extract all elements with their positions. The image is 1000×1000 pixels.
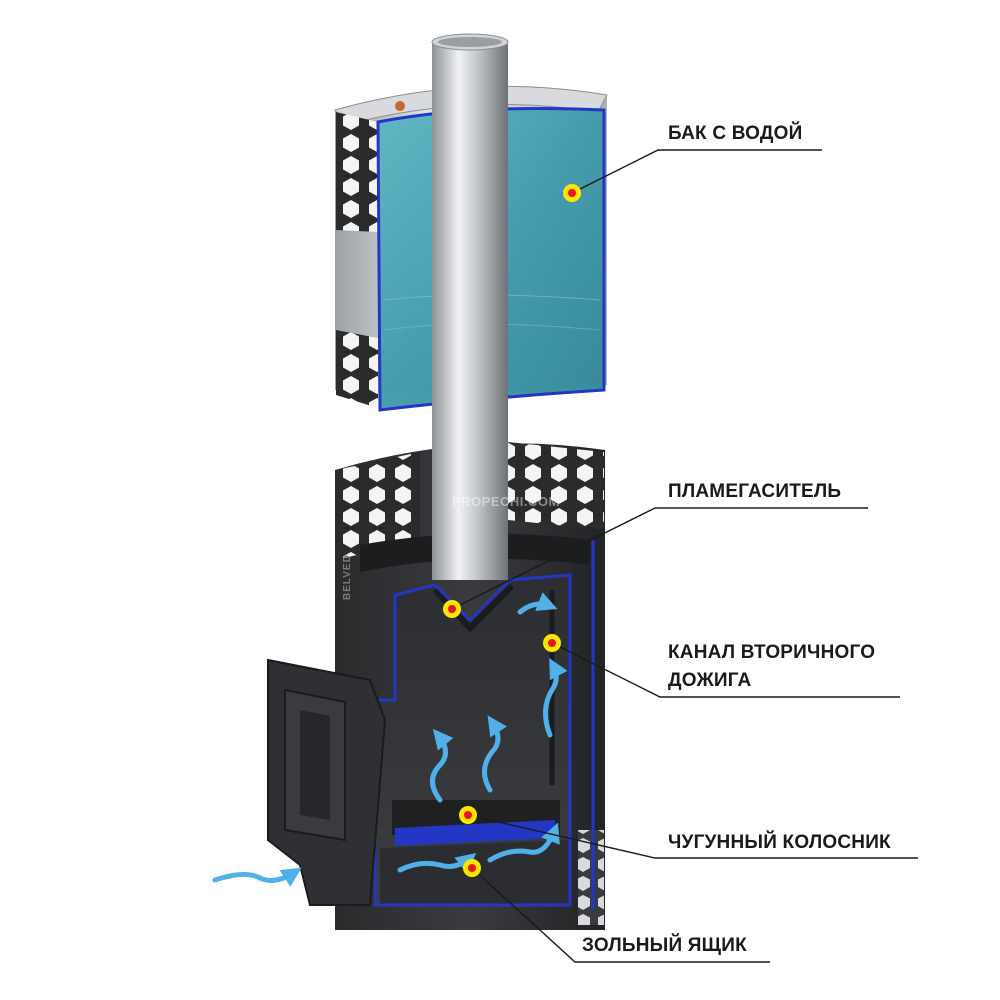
leader-ash-box xyxy=(471,867,770,963)
marker-grate xyxy=(459,806,477,824)
leader-water-tank xyxy=(571,149,822,194)
marker-water-tank xyxy=(563,184,581,202)
marker-ash-box xyxy=(463,859,481,877)
brand-text: BELVED xyxy=(342,554,353,600)
leader-lines xyxy=(451,149,918,963)
leader-grate xyxy=(467,814,918,859)
marker-flame-arrester xyxy=(443,600,461,618)
label-grate: ЧУГУННЫЙ КОЛОСНИК xyxy=(668,832,891,853)
leader-flame-arrester xyxy=(451,507,868,610)
label-water-tank: БАК С ВОДОЙ xyxy=(668,123,803,144)
flame-arrow-1 xyxy=(430,728,454,803)
fire-door xyxy=(267,658,387,906)
label-ash-box: ЗОЛЬНЫЙ ЯЩИК xyxy=(582,935,747,956)
air-arrow-ash-2 xyxy=(487,822,560,863)
label-afterburn-line1: КАНАЛ ВТОРИЧНОГО xyxy=(668,642,876,663)
leader-afterburn xyxy=(551,642,900,698)
label-flame-arrester: ПЛАМЕГАСИТЕЛЬ xyxy=(668,481,842,502)
flame-arrow-4 xyxy=(517,592,558,615)
watermark-text: PROPECHI.COM xyxy=(452,494,560,509)
air-inlet-arrow xyxy=(212,867,302,887)
label-afterburn-line2: ДОЖИГА xyxy=(668,670,752,691)
marker-afterburn xyxy=(543,634,561,652)
flame-arrow-3 xyxy=(543,657,568,738)
airflow-arrows xyxy=(212,592,568,887)
air-arrow-ash-1 xyxy=(397,853,477,874)
markers xyxy=(443,184,581,877)
flame-arrow-2 xyxy=(482,715,507,793)
